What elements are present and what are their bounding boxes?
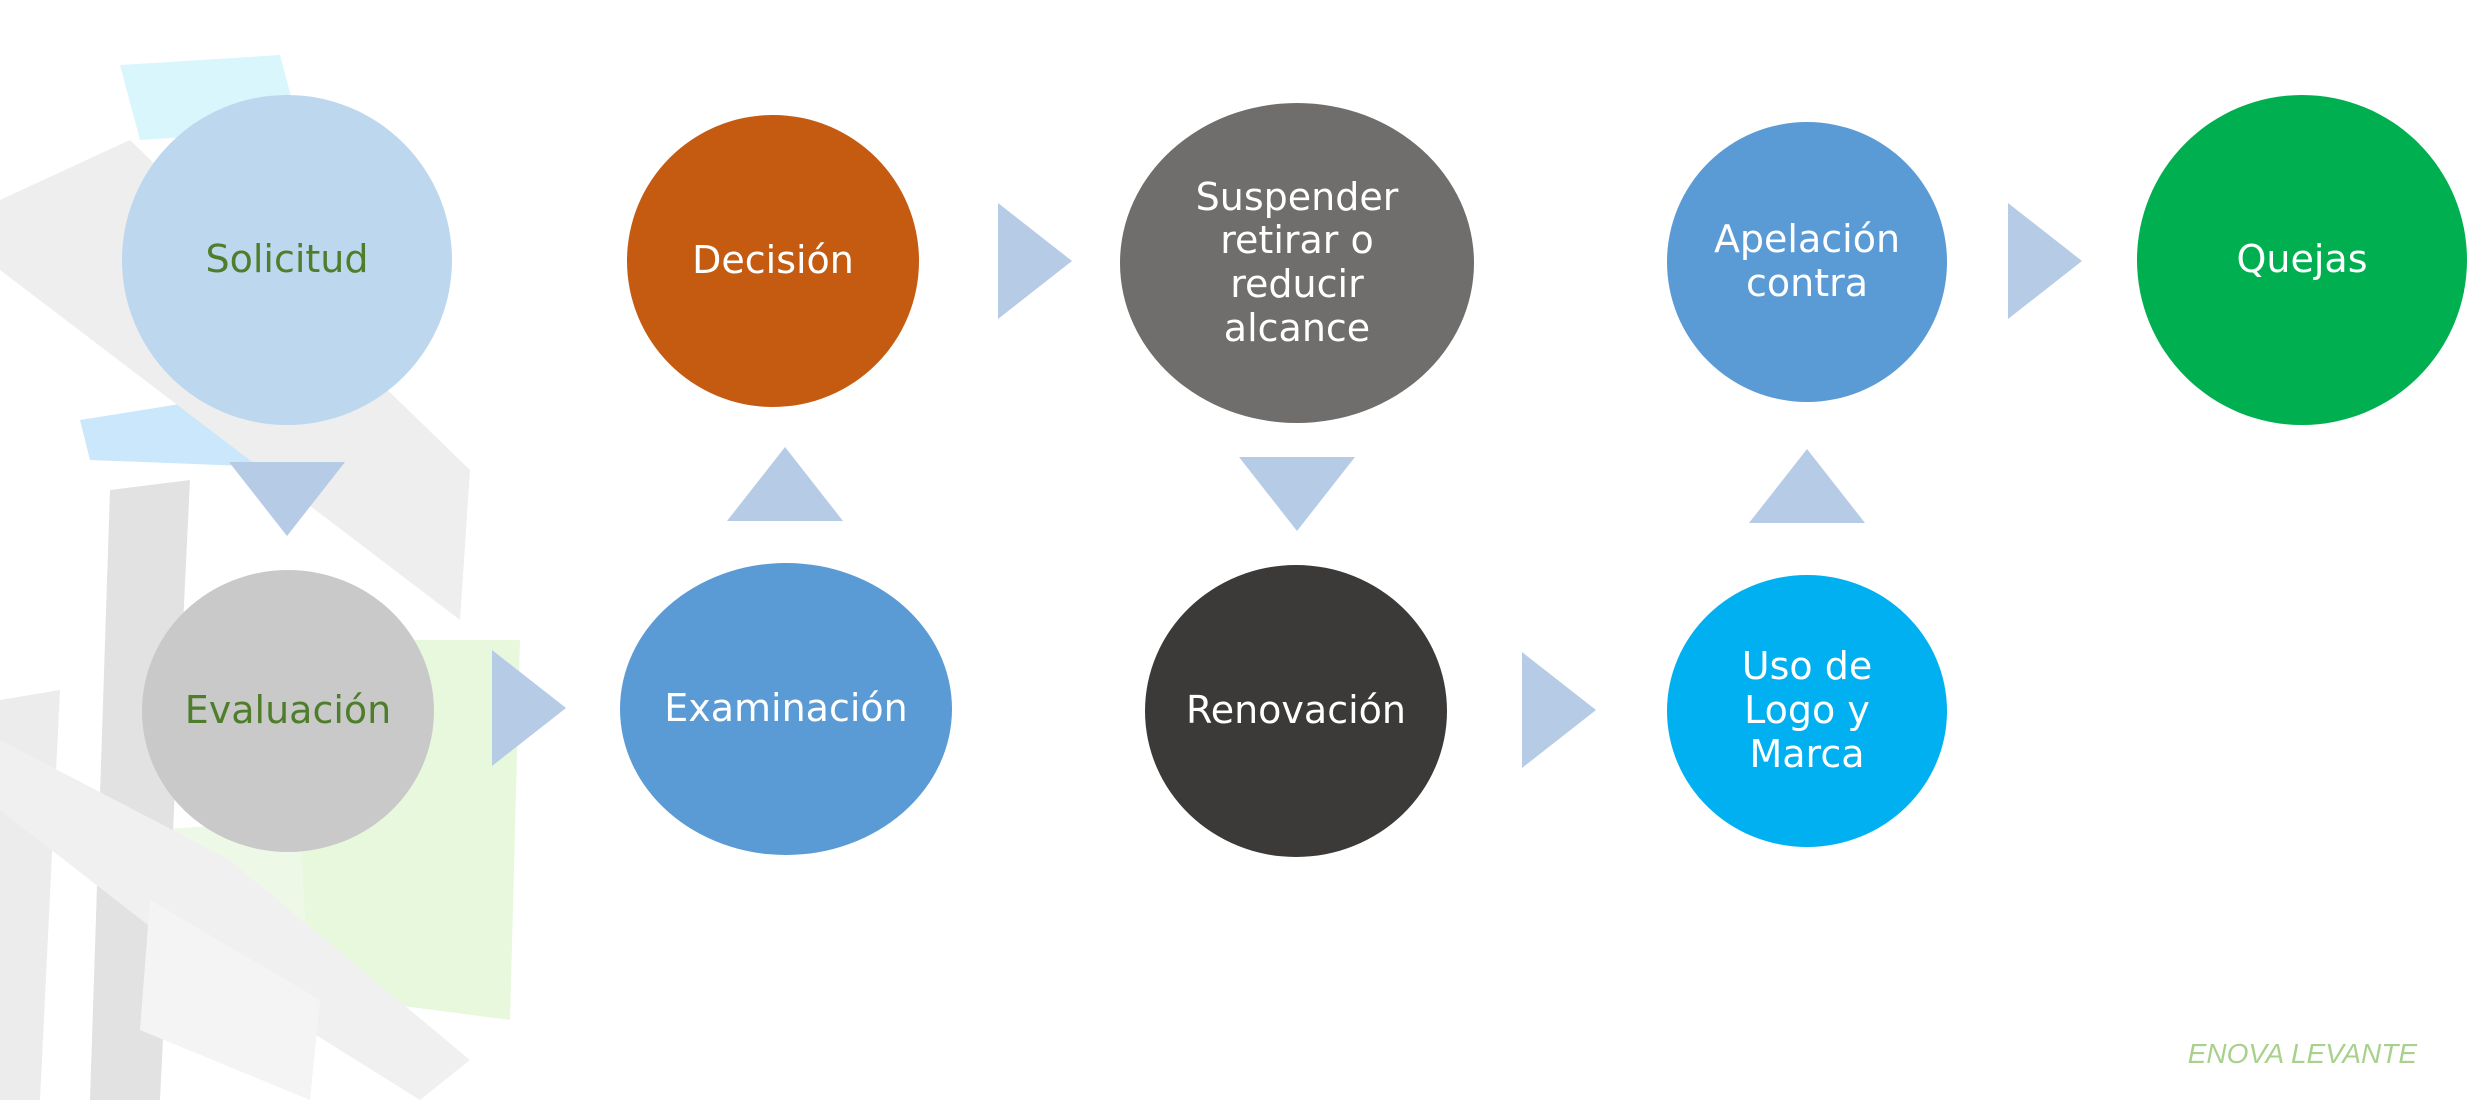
node-solicitud-label: Solicitud bbox=[205, 237, 369, 282]
arrow-uso-to-apelacion bbox=[1749, 449, 1865, 523]
node-apelacion: Apelación contra bbox=[1667, 122, 1947, 402]
arrow-apelacion-to-quejas bbox=[2008, 203, 2082, 319]
node-quejas: Quejas bbox=[2137, 95, 2467, 425]
arrow-solicitud-to-evaluacion bbox=[229, 462, 345, 536]
node-evaluacion-label: Evaluación bbox=[184, 688, 392, 733]
node-uso-logo-marca: Uso de Logo y Marca bbox=[1667, 575, 1947, 847]
footer-brand: ENOVA LEVANTE bbox=[2187, 1038, 2417, 1069]
arrow-examinacion-to-decision bbox=[727, 447, 843, 521]
node-solicitud: Solicitud bbox=[122, 95, 452, 425]
node-examinacion: Examinación bbox=[620, 563, 952, 855]
node-examinacion-label: Examinación bbox=[664, 686, 908, 731]
arrow-renovacion-to-uso bbox=[1522, 652, 1596, 768]
node-apelacion-label: Apelación contra bbox=[1713, 217, 1901, 305]
node-decision: Decisión bbox=[627, 115, 919, 407]
node-renovacion: Renovación bbox=[1145, 565, 1447, 857]
node-quejas-label: Quejas bbox=[2236, 237, 2368, 282]
node-evaluacion: Evaluación bbox=[142, 570, 434, 852]
node-suspender-label: Suspender retirar o reducir alcance bbox=[1195, 174, 1399, 350]
arrow-evaluacion-to-examinacion bbox=[492, 650, 566, 766]
arrow-decision-to-suspender bbox=[998, 203, 1072, 319]
arrow-suspender-to-renovacion bbox=[1239, 457, 1355, 531]
node-decision-label: Decisión bbox=[692, 238, 854, 283]
node-suspender: Suspender retirar o reducir alcance bbox=[1120, 103, 1474, 423]
node-renovacion-label: Renovación bbox=[1186, 688, 1406, 733]
node-uso-label: Uso de Logo y Marca bbox=[1741, 644, 1873, 776]
